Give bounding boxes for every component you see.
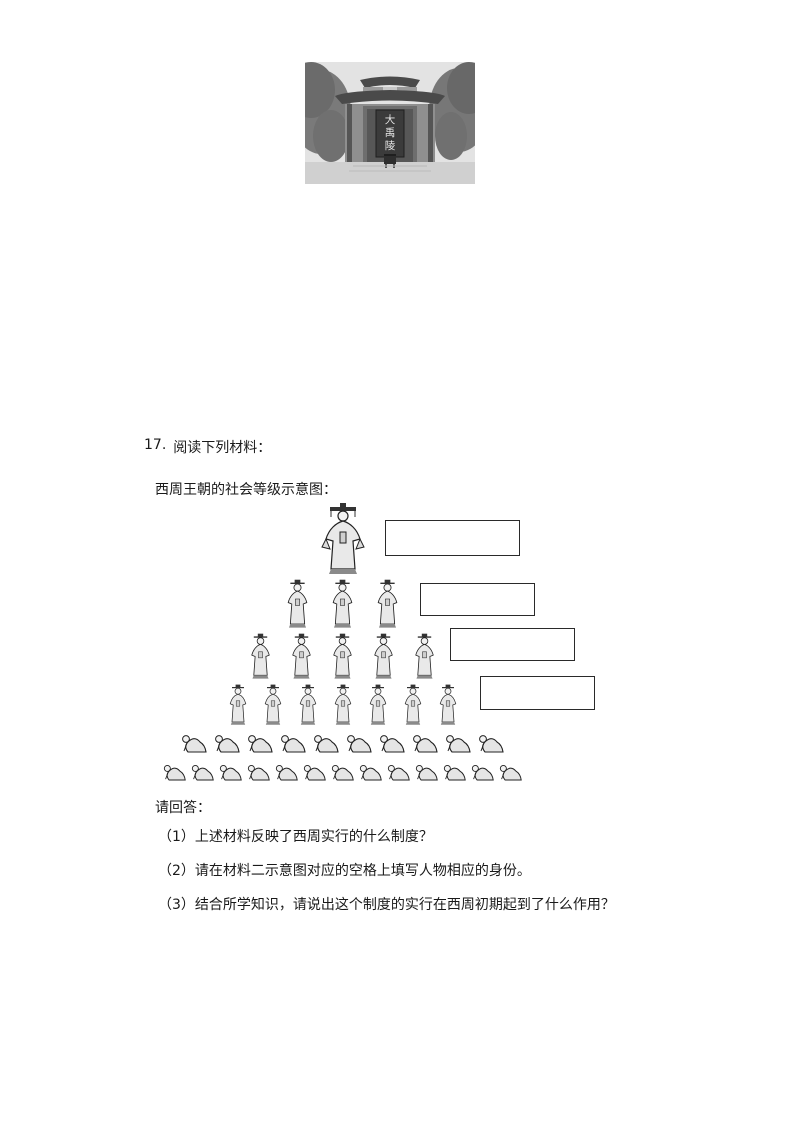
question-17-line: 17. 阅读下列材料： [144, 437, 271, 457]
kneeling-figure [358, 760, 383, 784]
standing-figure [365, 684, 391, 726]
standing-figure [372, 579, 403, 629]
standing-figure [246, 633, 275, 680]
standing-figure [282, 579, 313, 629]
figure-row-tier-3 [246, 633, 439, 680]
kneeling-figure [498, 760, 523, 784]
sub-questions: （1）上述材料反映了西周实行的什么制度？ （2）请在材料二示意图对应的空格上填写… [158, 828, 718, 930]
kneeling-figure [330, 760, 355, 784]
kneeling-figure [180, 730, 208, 756]
stele-char-3: 陵 [385, 140, 396, 152]
sub-question-1: （1）上述材料反映了西周实行的什么制度？ [158, 829, 433, 845]
answer-box-1 [385, 520, 520, 556]
question-intro: 阅读下列材料： [173, 440, 272, 456]
kneeling-figure [470, 760, 495, 784]
kneeling-figure [345, 730, 373, 756]
standing-figure [328, 633, 357, 680]
standing-figure [260, 684, 286, 726]
kneeling-figure [190, 760, 215, 784]
kneeling-figure [312, 730, 340, 756]
temple-gate-photo: 大 禹 陵 [305, 62, 475, 184]
kneeling-figure [246, 730, 274, 756]
kneeling-figure [274, 760, 299, 784]
standing-figure [327, 579, 358, 629]
kneeling-figure [442, 760, 467, 784]
figure-row-tier-6 [162, 760, 523, 784]
kneeling-figure [378, 730, 406, 756]
kneeling-figure [414, 760, 439, 784]
standing-figure [321, 503, 365, 575]
answer-box-4 [480, 676, 595, 710]
standing-figure [287, 633, 316, 680]
temple-gate-illustration: 大 禹 陵 [305, 62, 475, 184]
standing-figure [225, 684, 251, 726]
kneeling-figure [162, 760, 187, 784]
kneeling-figure [411, 730, 439, 756]
figure-row-tier-5 [180, 730, 505, 756]
kneeling-figure [279, 730, 307, 756]
standing-figure [400, 684, 426, 726]
figure-row-tier-2 [282, 579, 403, 629]
kneeling-figure [302, 760, 327, 784]
question-number: 17. [144, 437, 167, 453]
stele-char-2: 禹 [385, 126, 396, 139]
answer-box-3 [450, 628, 575, 661]
figure-row-tier-1 [321, 503, 365, 575]
answer-box-2 [420, 583, 535, 616]
standing-figure [295, 684, 321, 726]
figure-row-tier-4 [225, 684, 461, 726]
standing-figure [410, 633, 439, 680]
kneeling-figure [477, 730, 505, 756]
standing-figure [330, 684, 356, 726]
standing-figure [435, 684, 461, 726]
answer-prompt: 请回答： [155, 800, 211, 816]
kneeling-figure [246, 760, 271, 784]
kneeling-figure [213, 730, 241, 756]
standing-figure [369, 633, 398, 680]
kneeling-figure [386, 760, 411, 784]
kneeling-figure [218, 760, 243, 784]
sub-question-2: （2）请在材料二示意图对应的空格上填写人物相应的身份。 [158, 863, 531, 879]
hierarchy-diagram [0, 500, 794, 800]
material-title: 西周王朝的社会等级示意图： [155, 482, 337, 498]
kneeling-figure [444, 730, 472, 756]
stele-char-1: 大 [385, 113, 396, 126]
sub-question-3: （3）结合所学知识，请说出这个制度的实行在西周初期起到了什么作用？ [158, 897, 615, 913]
